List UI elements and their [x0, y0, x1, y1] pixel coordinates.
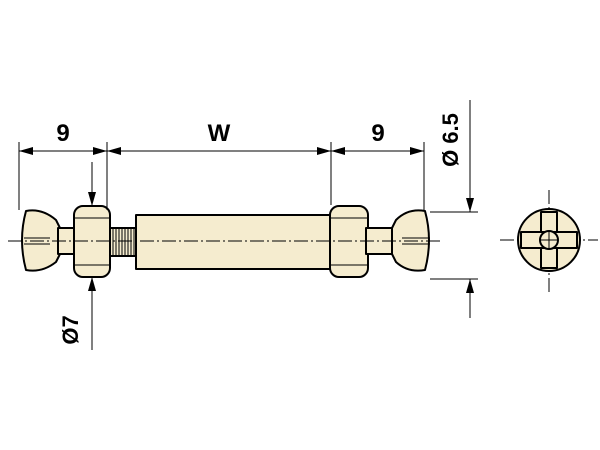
- left-diameter-dimension: Ø7: [58, 162, 96, 350]
- top-dimensions: 9 W 9: [18, 120, 425, 210]
- central-shaft: [135, 214, 333, 270]
- dim-left-length: 9: [56, 120, 69, 147]
- dim-left-diameter: Ø7: [58, 315, 83, 344]
- connector-side-view: [8, 205, 440, 278]
- dim-right-length: 9: [371, 120, 384, 147]
- right-diameter-dimension: Ø 6.5: [430, 100, 478, 318]
- dim-middle-length: W: [208, 120, 231, 147]
- dim-right-diameter: Ø 6.5: [438, 113, 463, 167]
- connector-end-view: [500, 190, 598, 292]
- threaded-section: [109, 227, 139, 257]
